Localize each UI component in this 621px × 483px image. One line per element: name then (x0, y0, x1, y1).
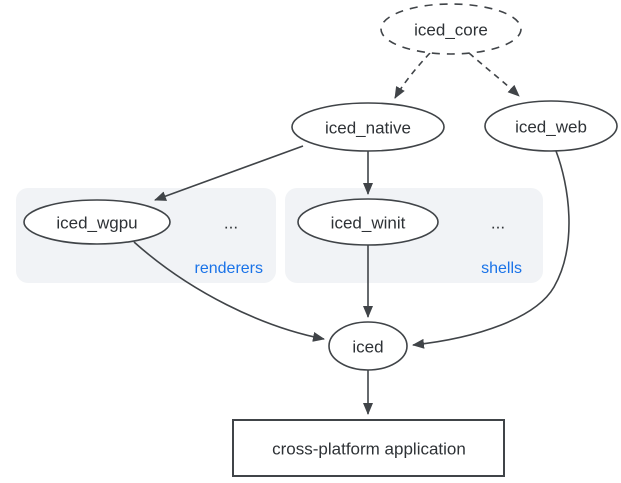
edge-core-to-web (468, 52, 520, 97)
iced-web-ellipse (484, 100, 618, 152)
edge-wgpu-to-iced (133, 241, 325, 342)
iced-winit-label: iced_winit (331, 214, 406, 233)
iced-native-label: iced_native (325, 119, 411, 138)
shells-group-label: shells (481, 260, 522, 277)
iced-core-label: iced_core (414, 21, 488, 40)
renderers-group-label: renderers (195, 260, 263, 277)
iced-winit-ellipse (297, 198, 439, 246)
edge-native-to-wgpu (154, 145, 304, 201)
application-rect (232, 419, 505, 477)
node-iced-native: iced_native (291, 102, 445, 152)
node-iced-wgpu: iced_wgpu (23, 199, 171, 245)
iced-wgpu-ellipse (23, 199, 171, 245)
node-iced-core: iced_core (380, 3, 522, 55)
application-label: cross-platform application (272, 440, 466, 459)
edge-web-to-iced (412, 150, 570, 349)
iced-core-ellipse (380, 3, 522, 55)
iced-web-label: iced_web (515, 118, 587, 137)
iced-native-ellipse (291, 102, 445, 152)
iced-wgpu-label: iced_wgpu (56, 214, 137, 233)
edge-core-to-native (394, 52, 431, 99)
node-iced-winit: iced_winit (297, 198, 439, 246)
iced-label: iced (352, 338, 383, 357)
renderers-ellipsis: ... (224, 214, 238, 233)
node-iced: iced (328, 321, 408, 371)
node-cross-platform-application: cross-platform application (232, 419, 505, 477)
shells-ellipsis: ... (491, 214, 505, 233)
iced-ellipse (328, 321, 408, 371)
node-iced-web: iced_web (484, 100, 618, 152)
